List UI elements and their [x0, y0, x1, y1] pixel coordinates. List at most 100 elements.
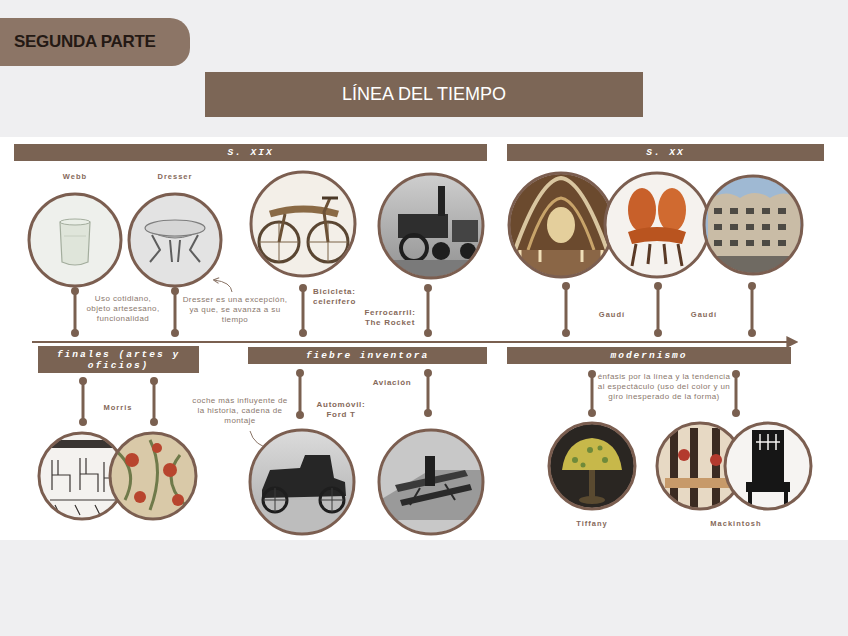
photo-mackintosh-chair-part-part	[756, 434, 780, 450]
photo-celerifero-part-part	[259, 222, 348, 262]
photo-casa-mila	[703, 175, 803, 276]
designer-name: Gaudí	[679, 310, 729, 320]
designer-name: Dresser	[145, 172, 205, 182]
leader-lines-part	[734, 372, 739, 377]
photo-casa-mila-part-part	[714, 208, 786, 246]
photo-gaudi-interior-part	[509, 173, 613, 277]
photo-the-rocket-part-part	[378, 172, 488, 282]
leader-lines-part	[73, 331, 78, 336]
photo-ford-t	[250, 430, 355, 535]
designer-name: Mackintosh	[696, 519, 776, 529]
leader-lines-part	[74, 291, 77, 333]
photo-gaudi-chair	[604, 172, 714, 282]
leader-lines-part	[301, 286, 306, 291]
photo-ford-t-part	[250, 430, 355, 535]
invention-label: Automóvil: Ford T	[310, 400, 372, 420]
photo-gaudi-interior-part-part	[508, 172, 618, 282]
photo-mackintosh-chair-part-part	[724, 422, 814, 512]
photo-casa-mila-part-part-part	[714, 208, 722, 214]
photo-tiffany-lamp-part-part-part	[572, 457, 578, 463]
photo-celerifero-part-part	[250, 170, 360, 280]
leader-lines-part	[751, 286, 754, 333]
photo-morris-pattern-part-part-part	[134, 491, 146, 503]
designer-name: Gaudí	[587, 310, 637, 320]
photo-aviation-part-part	[400, 484, 472, 506]
photo-morris-pattern-part-part	[108, 432, 198, 522]
leader-lines-part	[657, 286, 660, 333]
leader-lines-part	[590, 411, 595, 416]
designer-name: Webb	[45, 172, 105, 182]
photo-webb-glass-part-part	[60, 222, 90, 265]
photo-ford-t-part-part	[263, 488, 344, 512]
photo-casa-mila-part-part-part	[778, 208, 786, 214]
leader-lines-part	[299, 373, 302, 415]
leader-lines-part	[301, 331, 306, 336]
photo-webb-glass-part	[29, 194, 121, 286]
photo-tiffany-lamp-part	[548, 422, 638, 512]
note-text: énfasis por la línea y la tendencia al e…	[597, 372, 731, 402]
photo-dresser-bowl-part	[125, 190, 225, 290]
photo-the-rocket-part-part	[452, 220, 478, 242]
photo-morris-pattern-part-part-part	[163, 463, 177, 477]
photo-ford-t-part	[250, 430, 354, 534]
invention-label: Bicicleta: celerífero	[313, 287, 369, 307]
leader-lines-part	[81, 379, 86, 384]
leader-lines-part	[734, 411, 739, 416]
period-band: S. XIX	[14, 144, 487, 161]
movement-band: finales (artes y oficios)	[38, 346, 199, 373]
photo-mackintosh-chairs-part-part	[710, 454, 722, 466]
leader-lines-part	[152, 379, 157, 384]
photo-mackintosh-chairs-part-part	[665, 478, 735, 488]
timeline-axis-part	[32, 341, 796, 343]
leader-lines-part	[735, 374, 738, 413]
photo-casa-mila-part-part-part	[778, 224, 786, 230]
photo-casa-mila-part-part-part	[762, 208, 770, 214]
photo-gaudi-chair-part	[604, 172, 714, 282]
designer-name: Tiffany	[562, 519, 622, 529]
photo-aviation-part	[379, 430, 483, 534]
photo-morris-pattern-part	[110, 433, 196, 519]
photo-celerifero-part	[250, 170, 360, 280]
movement-band: fiebre inventora	[248, 347, 487, 364]
photo-the-rocket-part-part	[398, 214, 448, 238]
photo-celerifero-part-part	[279, 198, 330, 242]
photo-morris-pattern-part-part-part	[125, 453, 139, 467]
photo-mackintosh-chairs-part-part	[690, 428, 698, 508]
photo-morris-pattern-part-part-part	[152, 443, 162, 453]
invention-label: Aviación	[363, 378, 421, 388]
photo-casa-mila-part-part-part	[762, 224, 770, 230]
invention-label: Ferrocarril: The Rocket	[359, 308, 421, 328]
photo-casa-mila-part-part-part	[778, 240, 786, 246]
photo-casa-mila-part-part-part	[714, 224, 722, 230]
period-band: S. XX	[507, 144, 824, 161]
photo-tiffany-lamp	[548, 422, 638, 512]
photo-webb-glass-part-part	[64, 236, 86, 237]
photo-morris-pattern-part-part	[115, 440, 185, 510]
leader-lines-part	[656, 284, 661, 289]
photo-celerifero-part-part	[322, 197, 338, 200]
photo-gaudi-chair-part-part	[628, 188, 656, 232]
leader-lines-part	[564, 331, 569, 336]
photo-celerifero-part	[251, 172, 355, 276]
photo-morris-pattern-part-part	[125, 443, 184, 506]
photo-tiffany-lamp-part-part-part	[581, 463, 586, 468]
photo-mackintosh-chairs-part-part	[678, 449, 690, 461]
photo-webb-glass	[25, 190, 125, 290]
photo-gaudi-interior-part-part	[528, 198, 594, 250]
photo-webb-glass-part-part	[25, 190, 125, 290]
photo-mackintosh-chair-part	[724, 422, 814, 512]
photo-aviation-part-part	[425, 456, 435, 486]
photo-tiffany-lamp-part	[549, 423, 635, 509]
leader-lines-part	[298, 413, 303, 418]
leader-lines-part	[173, 289, 178, 294]
photo-mackintosh-chairs-part-part	[712, 428, 720, 508]
photo-casa-mila-part-part-part	[762, 240, 770, 246]
photo-gaudi-interior-part-part	[520, 250, 602, 262]
callout-arrows-part	[214, 280, 232, 292]
leader-lines-part	[591, 374, 594, 413]
leader-lines-part	[73, 289, 78, 294]
photo-tiffany-lamp-part-part-part	[602, 457, 608, 463]
photo-gaudi-interior-part-part	[547, 207, 575, 243]
photo-gaudi-chair-part-part	[604, 172, 714, 282]
